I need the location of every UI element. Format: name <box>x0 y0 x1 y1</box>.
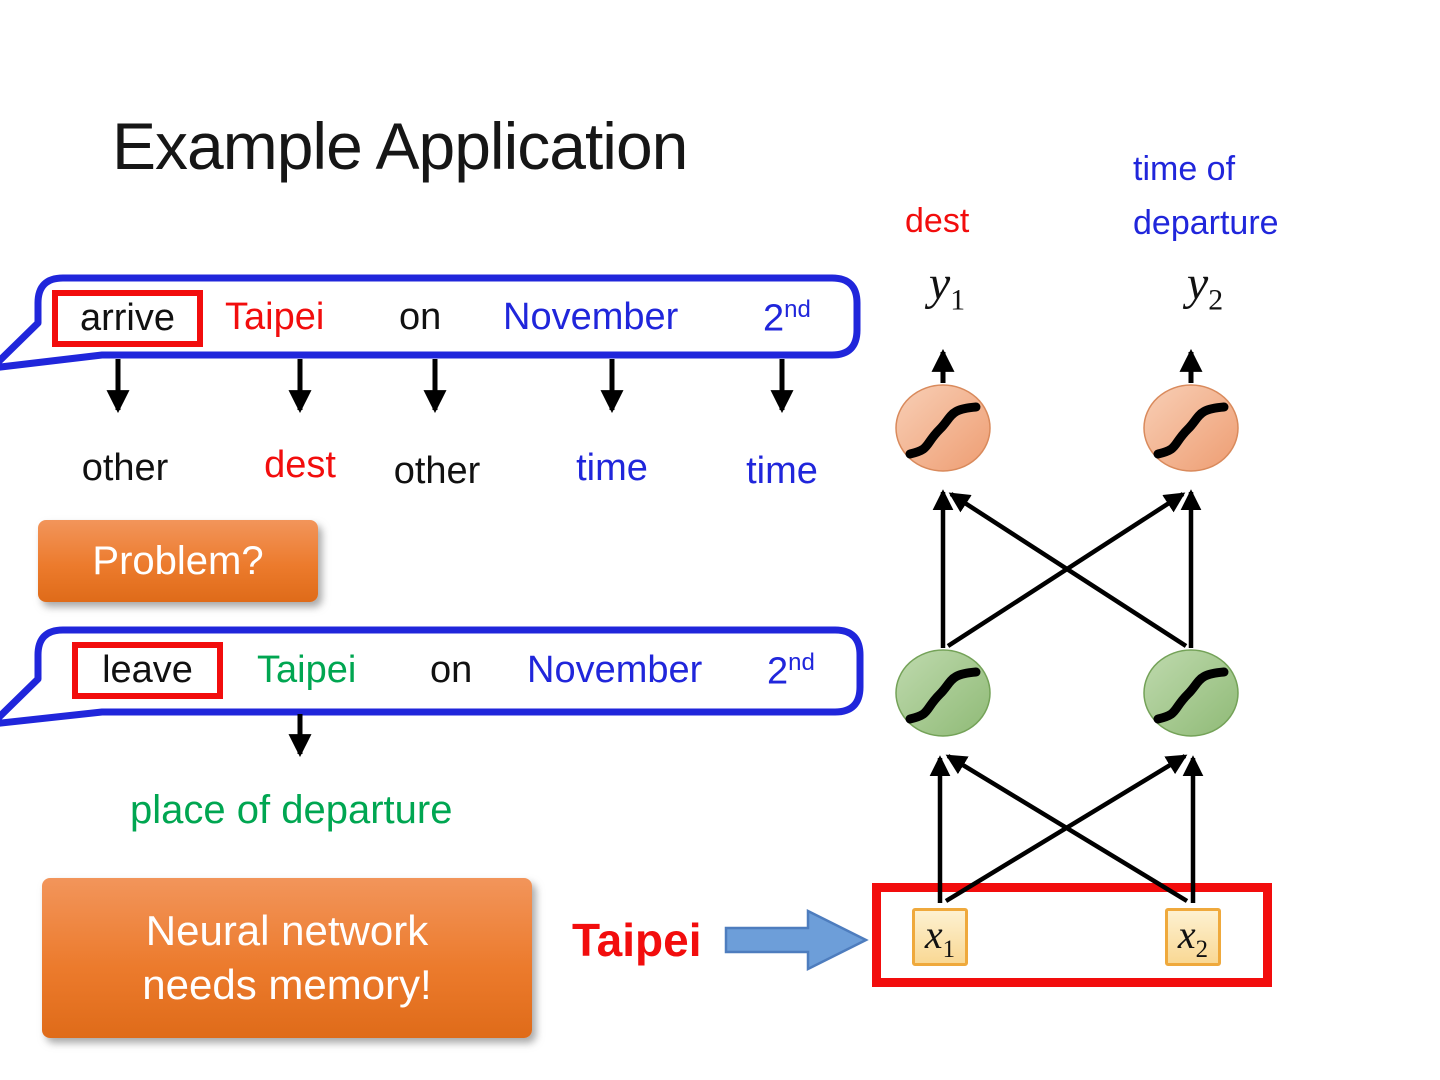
page-title: Example Application <box>112 109 688 183</box>
word-2-base-2: 2 <box>767 650 789 693</box>
dest-output-label: dest <box>905 202 970 240</box>
y1-label: y1 <box>929 256 965 318</box>
place-of-departure-label: place of departure <box>130 788 453 832</box>
word-2-sup-2: nd <box>788 649 815 676</box>
word-leave: leave <box>102 648 193 691</box>
edge-x2-g1 <box>945 754 1189 903</box>
y2-sub: 2 <box>1208 283 1224 317</box>
word-taipei-1: Taipei <box>225 296 325 338</box>
word-2nd-2: 2nd <box>767 649 815 693</box>
slot-label-time-1: time <box>576 447 648 489</box>
word-taipei-2: Taipei <box>257 649 357 691</box>
memory-box-line2: needs memory! <box>142 961 432 1008</box>
x1-base: x <box>924 911 943 957</box>
y1-sub: 1 <box>950 283 966 317</box>
input-word-taipei: Taipei <box>572 914 702 966</box>
word-2nd-1: 2nd <box>763 296 811 340</box>
word-on-1: on <box>399 296 442 338</box>
x2-label: x2 <box>1178 911 1208 964</box>
time-output-label: time of departure <box>1133 142 1279 251</box>
x1-sub: 1 <box>942 935 956 963</box>
slot-label-time-2: time <box>746 450 818 492</box>
memory-box-line1: Neural network <box>145 907 429 955</box>
y2-base: y <box>1186 257 1209 310</box>
speech-bubble-1-outline <box>0 274 861 371</box>
word-november-1: November <box>503 296 679 338</box>
x2-base: x <box>1177 911 1196 957</box>
time-output-label-line2: departure <box>1133 204 1279 243</box>
y1-base: y <box>928 257 951 310</box>
right-block-arrow-icon <box>724 908 869 972</box>
word-2-sup-1: nd <box>784 296 811 323</box>
x2-sub: 2 <box>1195 935 1209 963</box>
x1-input-box: x1 <box>912 908 968 966</box>
problem-box: Problem? <box>38 520 318 602</box>
word-highlight-box-leave: leave <box>72 642 223 699</box>
slot-label-dest: dest <box>264 444 336 486</box>
speech-bubble-1 <box>0 274 861 371</box>
sigmoid-icon <box>1153 667 1229 724</box>
network-diagram <box>895 348 1239 903</box>
word-highlight-box-arrive: arrive <box>52 290 203 347</box>
word-november-2: November <box>527 649 703 691</box>
x1-label: x1 <box>925 911 955 964</box>
speech-bubble-2 <box>0 626 864 727</box>
speech-bubble-2-outline <box>0 626 864 727</box>
input-block-arrow <box>724 908 869 972</box>
sigmoid-icon <box>1153 402 1229 459</box>
annotation-arrow <box>288 714 312 758</box>
memory-box: Neural network needs memory! <box>42 878 532 1038</box>
word-2-base-1: 2 <box>763 297 785 340</box>
slot-label-other-1: other <box>81 447 169 489</box>
word-on-2: on <box>430 649 473 691</box>
word-arrive: arrive <box>79 296 176 339</box>
problem-box-label: Problem? <box>92 538 264 583</box>
sigmoid-icon <box>905 402 981 459</box>
edge-g2-o1 <box>948 492 1188 648</box>
input-layer-frame <box>872 883 1272 987</box>
sigmoid-icon <box>905 667 981 724</box>
slot-arrows <box>106 359 794 414</box>
slot-label-other-2: other <box>393 450 481 492</box>
y2-label: y2 <box>1187 256 1223 318</box>
time-output-label-line1: time of <box>1133 150 1236 188</box>
x2-input-box: x2 <box>1165 908 1221 966</box>
